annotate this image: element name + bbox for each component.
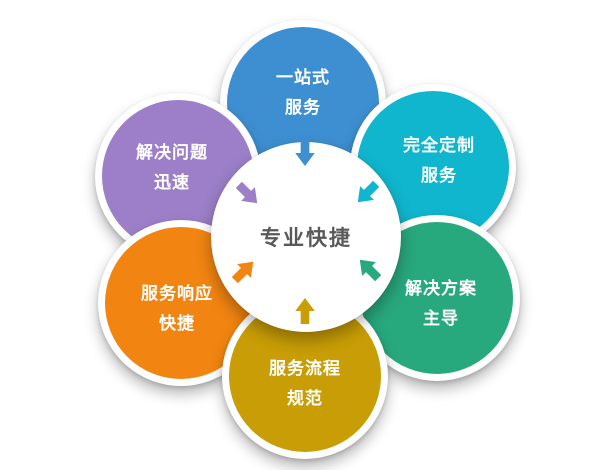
inward-arrow-icon bbox=[350, 250, 388, 288]
petal-label-line1: 完全定制 bbox=[403, 136, 475, 156]
petal-label: 完全定制 服务 bbox=[403, 131, 475, 191]
petal-label-line1: 解决问题 bbox=[136, 143, 208, 163]
petal-label-line2: 快捷 bbox=[159, 314, 195, 333]
center-label: 专业快捷 bbox=[260, 227, 352, 250]
petal-label-line1: 一站式 bbox=[276, 68, 330, 88]
petal-label-line2: 迅速 bbox=[154, 173, 190, 192]
petal-label-line2: 服务 bbox=[421, 166, 457, 185]
inward-arrow-icon bbox=[229, 175, 267, 213]
inward-arrow-icon bbox=[293, 296, 317, 326]
petal-label: 服务流程 规范 bbox=[269, 354, 341, 414]
petal-label-line2: 服务 bbox=[285, 98, 321, 117]
inward-arrow-icon bbox=[225, 252, 263, 290]
petal-label: 解决方案 主导 bbox=[405, 274, 477, 334]
inward-arrow-icon bbox=[348, 174, 386, 212]
petal-label-line1: 服务流程 bbox=[269, 359, 341, 379]
petal-label: 一站式 服务 bbox=[276, 63, 330, 123]
inward-arrow-icon bbox=[293, 138, 317, 168]
petal-label-line2: 主导 bbox=[423, 309, 459, 328]
petal-label-line1: 解决方案 bbox=[405, 279, 477, 299]
petal-label-line1: 服务响应 bbox=[141, 284, 213, 304]
petal-label: 解决问题 迅速 bbox=[136, 138, 208, 198]
petal-label-line2: 规范 bbox=[287, 389, 323, 408]
petal-label: 服务响应 快捷 bbox=[141, 279, 213, 339]
